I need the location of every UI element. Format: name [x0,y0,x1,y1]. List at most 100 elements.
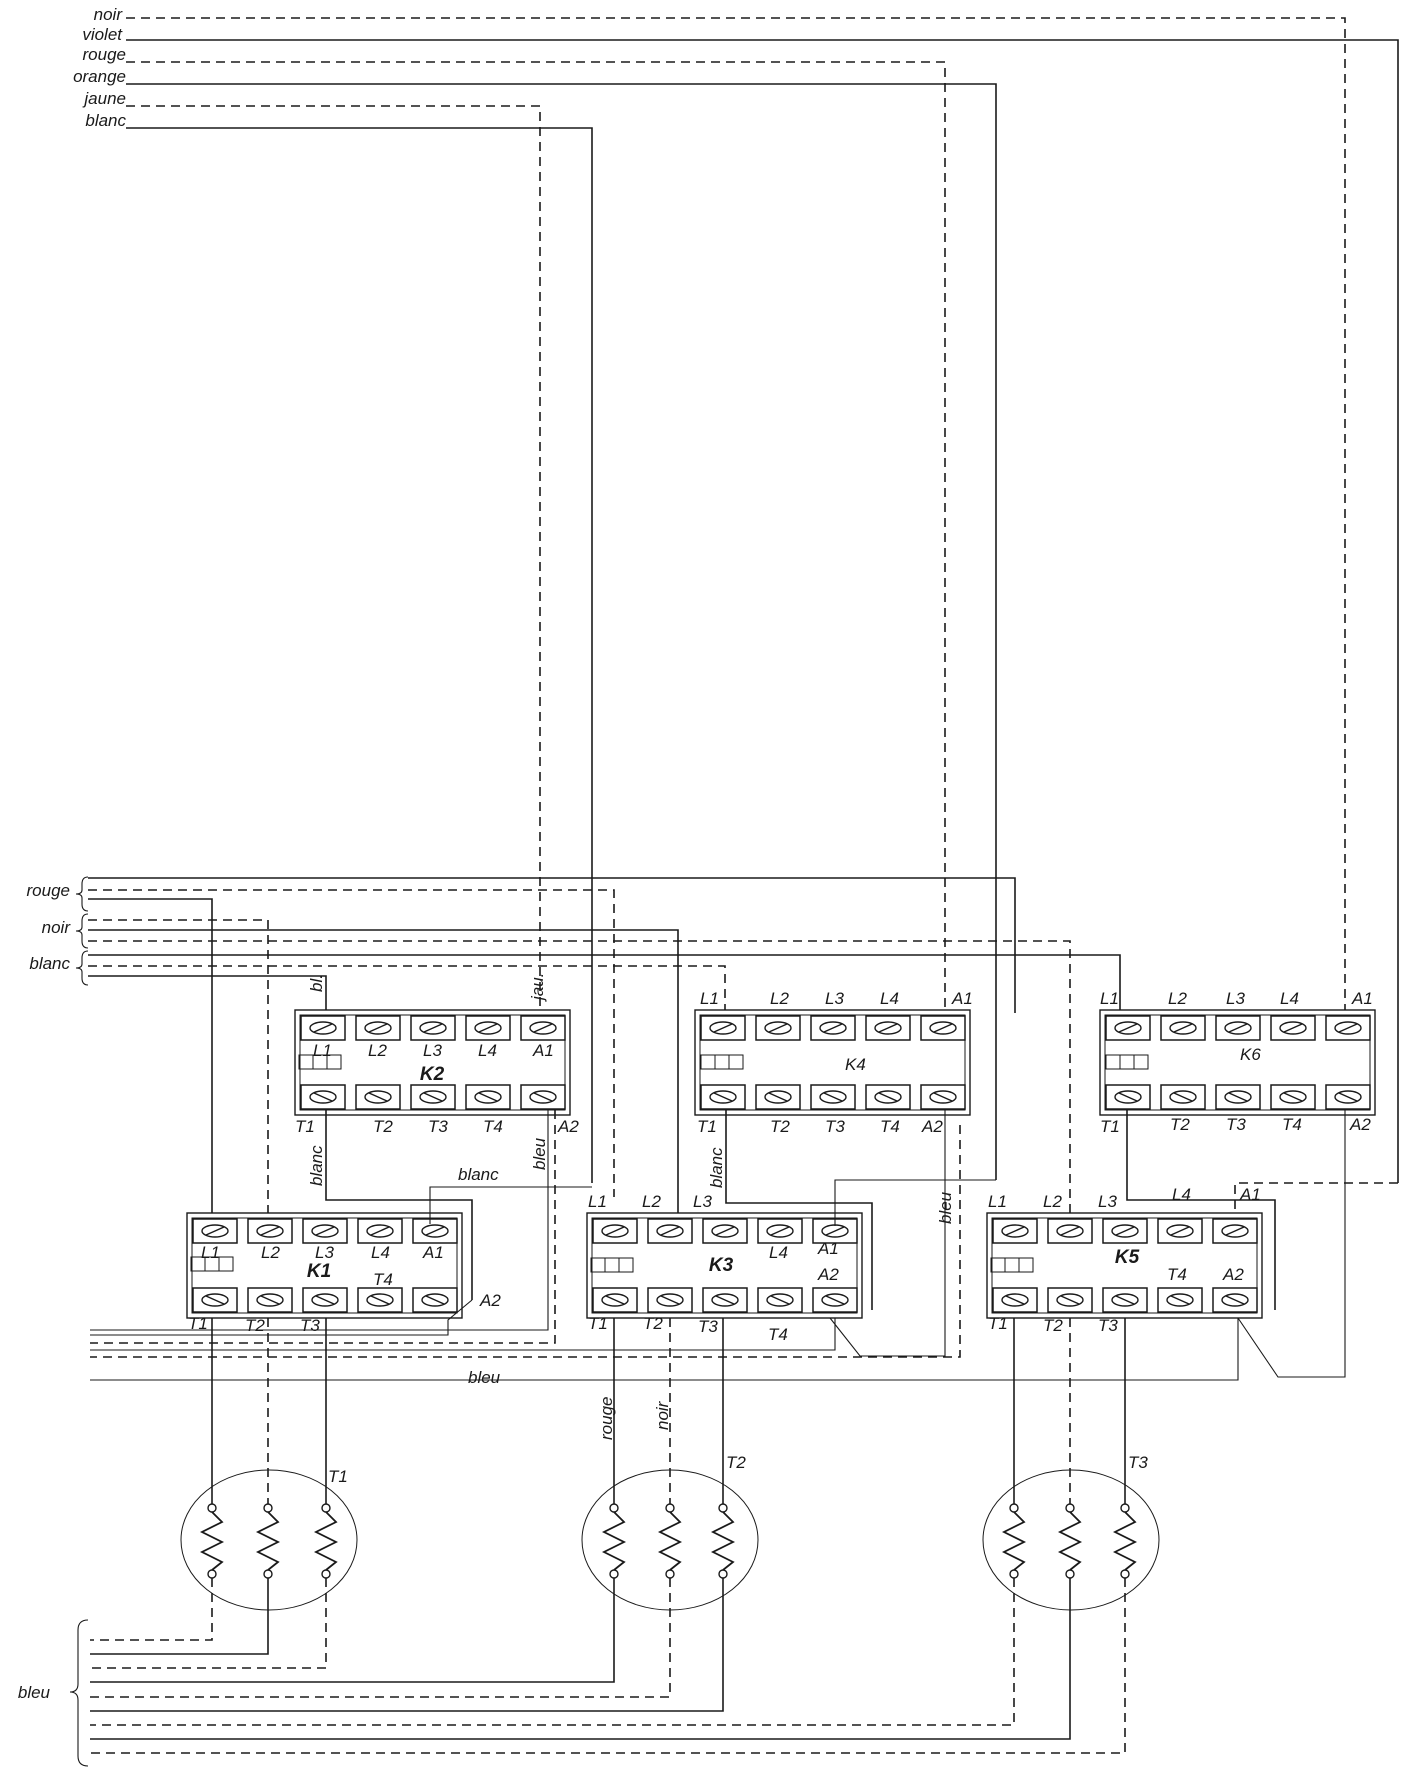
supply-label-noir: noir [94,5,124,24]
k6-aux-indicator [1105,1054,1149,1070]
k4-top-terminals [700,1015,966,1041]
k5-label-t2: T2 [1043,1316,1063,1335]
k5-label-l2: L2 [1043,1192,1062,1211]
k5-top-terminals [992,1218,1258,1244]
k4-bottom-terminals [700,1084,966,1110]
k5-label-l3: L3 [1098,1192,1117,1211]
side-label-noir: noir [42,918,72,937]
k3-label-a2: A2 [817,1265,839,1284]
wire-label-jau: jau. [528,973,547,1002]
k6-name: K6 [1240,1045,1261,1064]
k1-bottom-terminals [192,1287,458,1313]
k4-label-t1: T1 [697,1117,717,1136]
k4-label-l3: L3 [825,989,844,1008]
k5-label-a2: A2 [1222,1265,1244,1284]
k1-label-l2: L2 [261,1243,280,1262]
contactor-links: bleu [90,1110,1398,1387]
supply-labels: noir violet rouge orange jaune blanc [73,5,126,130]
heater-label-t1: T1 [328,1467,348,1486]
k2-label-l4: L4 [478,1041,497,1060]
k6-label-t2: T2 [1170,1115,1190,1134]
heater-feed-wires [211,1318,1126,1505]
k4-label-t3: T3 [825,1117,845,1136]
contactor-k6: K6 [1099,1009,1376,1116]
supply-label-rouge: rouge [83,45,126,64]
vertical-wire-labels: bl. jau. blanc blanc bleu blanc bleu rou… [307,973,955,1440]
k4-label-l1: L1 [700,989,719,1008]
k6-label-a1: A1 [1351,989,1373,1008]
k1-label-t2: T2 [245,1316,265,1335]
k2-label-t2: T2 [373,1117,393,1136]
k6-label-l3: L3 [1226,989,1245,1008]
k5-aux-indicator [990,1257,1034,1273]
side-label-rouge: rouge [27,881,70,900]
supply-label-blanc: blanc [85,111,126,130]
k6-label-l1: L1 [1100,989,1119,1008]
k4-name: K4 [845,1055,866,1074]
k2-label-l2: L2 [368,1041,387,1060]
wire-blanc-supply [126,127,593,1183]
wire-label-bleu-k4: bleu [936,1191,955,1224]
k6-label-t3: T3 [1226,1115,1246,1134]
k4-label-t2: T2 [770,1117,790,1136]
k3-bottom-terminals [592,1287,858,1313]
k3-label-a1: A1 [817,1239,839,1258]
k2-top-terminals [300,1015,566,1041]
k3-label-l2: L2 [642,1192,661,1211]
k6-label-t1: T1 [1100,1117,1120,1136]
k3-label-t4: T4 [768,1325,788,1344]
bottom-return-bus: bleu [18,1578,1126,1767]
k5-label-t1: T1 [988,1314,1008,1333]
k2-label-l1: L1 [313,1041,332,1060]
k1-label-l3: L3 [315,1243,334,1262]
k2-bottom-terminals [300,1084,566,1110]
k4-label-a2: A2 [921,1117,943,1136]
k3-label-l3: L3 [693,1192,712,1211]
wire-jaune-supply [126,105,541,1013]
k4-label-t4: T4 [880,1117,900,1136]
k3-label-t1: T1 [588,1314,608,1333]
contactor-k5: K5 T4 A2 [986,1212,1263,1319]
wire-label-blanc-k2: blanc [307,1145,326,1186]
heater-element-t3: T3 [982,1453,1160,1611]
k2-label-a1: A1 [532,1041,554,1060]
heater-label-t2: T2 [726,1453,746,1472]
wire-rouge-supply [126,61,946,1013]
side-input-wires [88,877,1121,1227]
k1-top-terminals [192,1218,458,1244]
contactor-k1: L1 L2 L3 L4 A1 K1 T4 [186,1212,463,1319]
side-input-labels: rouge noir blanc [27,881,72,973]
side-label-blanc: blanc [29,954,70,973]
k1-label-a1: A1 [422,1243,444,1262]
k1-label-a2: A2 [479,1291,501,1310]
wire-label-rouge-t2: rouge [597,1397,616,1440]
k5-label-t4: T4 [1167,1265,1187,1284]
k2-label-t3: T3 [428,1117,448,1136]
k3-label-t3: T3 [698,1317,718,1336]
k2-aux-indicator [298,1054,342,1070]
wire-label-bleu-k2: bleu [530,1137,549,1170]
k6-label-l2: L2 [1168,989,1187,1008]
k5-label-l4: L4 [1172,1185,1191,1204]
k6-top-terminals [1105,1015,1371,1041]
heater-element-t2: T2 [581,1453,759,1611]
k3-label-t2: T2 [643,1314,663,1333]
k1-name: K1 [307,1261,331,1282]
k5-name: K5 [1115,1247,1140,1268]
k5-label-t3: T3 [1098,1316,1118,1335]
contactor-k4: K4 [694,1009,971,1116]
wire-label-noir-t2: noir [653,1400,672,1430]
k2-label-t4: T4 [483,1117,503,1136]
wire-label-bl: bl. [307,974,326,992]
wire-label-bleu-k-bus: bleu [468,1368,501,1387]
wire-label-blanc-k4: blanc [707,1147,726,1188]
supply-label-jaune: jaune [82,89,126,108]
k6-label-t4: T4 [1282,1115,1302,1134]
k4-label-l4: L4 [880,989,899,1008]
wire-noir-supply [126,17,1346,1013]
k2-label-t1: T1 [295,1117,315,1136]
supply-wires [126,17,1399,1183]
k3-aux-indicator [590,1257,634,1273]
k5-label-a1: A1 [1239,1185,1261,1204]
